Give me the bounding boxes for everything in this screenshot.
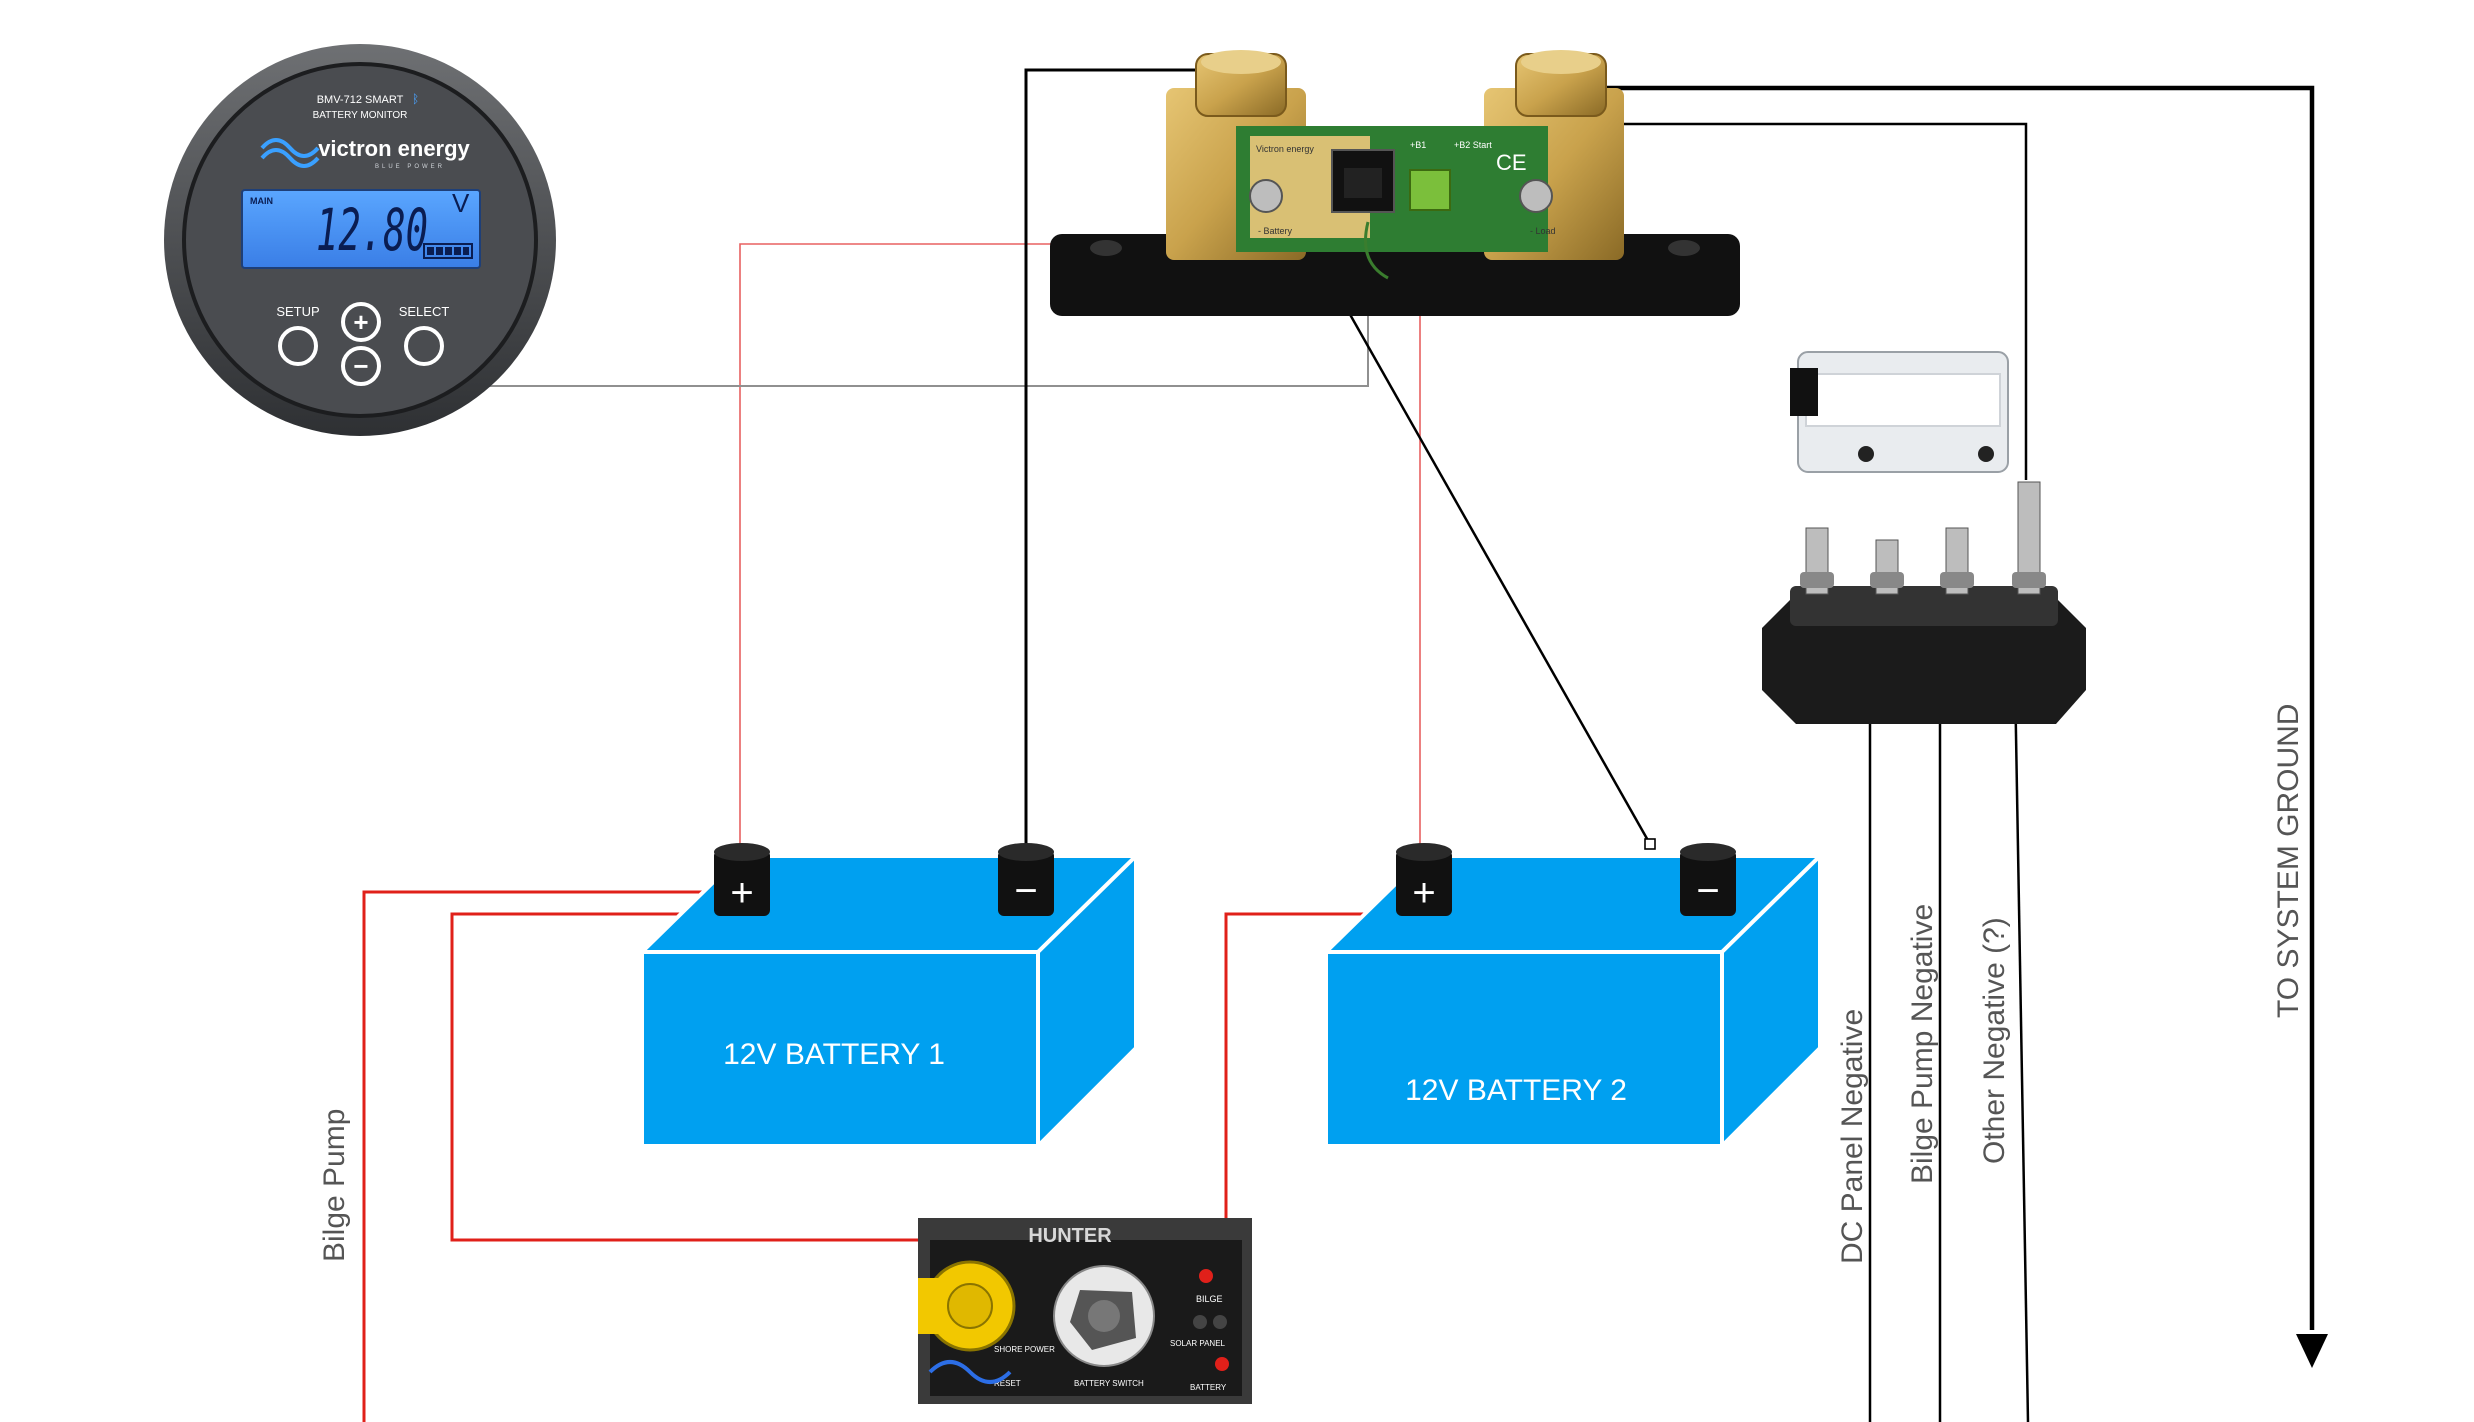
panel-reset-label: RESET: [994, 1379, 1021, 1388]
select-button[interactable]: [404, 326, 444, 366]
battery1-sense-wire: [739, 243, 1228, 898]
monitor-model-line1: BMV-712 SMART: [317, 94, 404, 106]
shore-power-plug-icon: [918, 1260, 1016, 1352]
panel-battery-label: BATTERY: [1190, 1383, 1227, 1392]
panel-brand: HUNTER: [1028, 1225, 1112, 1247]
battery2-negative-terminal: −: [1680, 843, 1736, 916]
busbar-base: [1762, 600, 2086, 724]
system-ground-arrowhead: [2296, 1334, 2328, 1368]
wire-node-bottom: [1644, 838, 1656, 850]
rj12-socket: [1344, 168, 1382, 198]
monitor-lcd-screen: [241, 189, 481, 269]
battery2-positive-terminal: +: [1396, 843, 1452, 916]
shunt-mount-hole-left: [1090, 240, 1122, 256]
shunt: Victron energy - Battery +B1 +B2 Start C…: [1050, 50, 1740, 316]
monitor-unit: V: [452, 188, 470, 218]
solar-switch[interactable]: [1213, 1315, 1227, 1329]
wire-labels: Bilge Pump DC Panel Negative Bilge Pump …: [318, 704, 2305, 1264]
battery1-negative-wire: [1024, 68, 1224, 866]
battery2-label: 12V BATTERY 2: [1405, 1074, 1627, 1107]
monitor-select-label: SELECT: [399, 304, 450, 319]
monitor-setup-label: SETUP: [276, 304, 319, 319]
bilge-pump-positive-wire: [362, 890, 718, 1422]
battery2-positive-icon: +: [1412, 871, 1435, 915]
battery2-to-panel-wire: [1224, 912, 1406, 1234]
battery-switch-dial[interactable]: [1053, 1265, 1155, 1367]
stud-cap-left: [1201, 50, 1281, 74]
shunt-brand: Victron energy: [1256, 144, 1314, 154]
panel-solar-panel-label: SOLAR PANEL: [1170, 1339, 1226, 1348]
minus-icon: −: [353, 351, 368, 381]
switch-panel: HUNTER SHORE POWER RESET BATTERY SWITCH …: [918, 1218, 1252, 1404]
battery-monitor: BMV-712 SMART ᛒ BATTERY MONITOR victron …: [164, 44, 556, 436]
battery1-front: [640, 950, 1040, 1148]
shunt-fuse-wire: [1364, 221, 1389, 280]
lcd-battery-bar-icon: [423, 243, 473, 259]
battery1-positive-terminal: +: [714, 843, 770, 916]
monitor-screen-tag: MAIN: [250, 196, 273, 206]
bilge-switch[interactable]: [1193, 1315, 1207, 1329]
panel-blue-wires-icon: [928, 1360, 1012, 1384]
shunt-terminal-block: [1409, 169, 1451, 211]
bilge-indicator-light: [1199, 1269, 1213, 1283]
label-system-ground: TO SYSTEM GROUND: [2272, 704, 2305, 1018]
monitor-brand-sub: BLUE POWER: [375, 164, 445, 170]
battery1-positive-icon: +: [730, 871, 753, 915]
panel-battery-switch-label: BATTERY SWITCH: [1074, 1379, 1144, 1388]
monitor-model-line2: BATTERY MONITOR: [313, 110, 408, 121]
busbar-studs: [1800, 481, 2046, 595]
shunt-battery-label: - Battery: [1258, 226, 1293, 236]
label-bilge-pump: Bilge Pump: [318, 1109, 351, 1262]
plus-button[interactable]: [341, 302, 381, 342]
label-other-negative: Other Negative (?): [1978, 917, 2011, 1164]
battery1-to-panel-wire: [450, 912, 918, 1242]
label-bilge-pump-negative: Bilge Pump Negative: [1906, 904, 1939, 1184]
panel-shore-power-label: SHORE POWER: [994, 1345, 1055, 1354]
battery-2: 12V BATTERY 2 + −: [1321, 843, 1825, 1151]
busbar-cover: [1790, 351, 2009, 473]
shunt-b2-label: +B2 Start: [1454, 140, 1492, 150]
shunt-mount-hole-right: [1668, 240, 1700, 256]
shunt-load-label: - Load: [1530, 226, 1556, 236]
load-to-busbar-wire: [1560, 122, 2028, 480]
monitor-reading: 12.80: [316, 196, 428, 264]
battery1-label: 12V BATTERY 1: [723, 1038, 945, 1071]
panel-bilge-label: BILGE: [1196, 1294, 1223, 1304]
victron-logo-icon: [260, 138, 320, 168]
shunt-screw-left-icon: [1249, 179, 1283, 213]
battery1-negative-icon: −: [1014, 869, 1037, 913]
setup-button[interactable]: [278, 326, 318, 366]
shunt-b1-label: +B1: [1410, 140, 1426, 150]
busbar-top: [1790, 586, 2058, 626]
battery-indicator-light: [1215, 1357, 1229, 1371]
battery2-front: [1324, 950, 1724, 1148]
other-negative-wire: [2012, 619, 2030, 1422]
shunt-ce-mark: CE: [1496, 150, 1527, 175]
system-ground-wire: [1560, 85, 2315, 1330]
battery2-negative-icon: −: [1696, 869, 1719, 913]
label-dc-panel-negative: DC Panel Negative: [1836, 1009, 1869, 1264]
shunt-screw-right-icon: [1519, 179, 1553, 213]
stud-cap-right: [1521, 50, 1601, 74]
monitor-brand: victron energy: [318, 136, 470, 161]
battery1-negative-terminal: −: [998, 843, 1054, 916]
minus-button[interactable]: [341, 346, 381, 386]
bluetooth-icon: ᛒ: [412, 92, 419, 106]
plus-icon: +: [353, 307, 368, 337]
battery-1: 12V BATTERY 1 + −: [637, 843, 1141, 1151]
bus-bar: [1762, 351, 2086, 724]
